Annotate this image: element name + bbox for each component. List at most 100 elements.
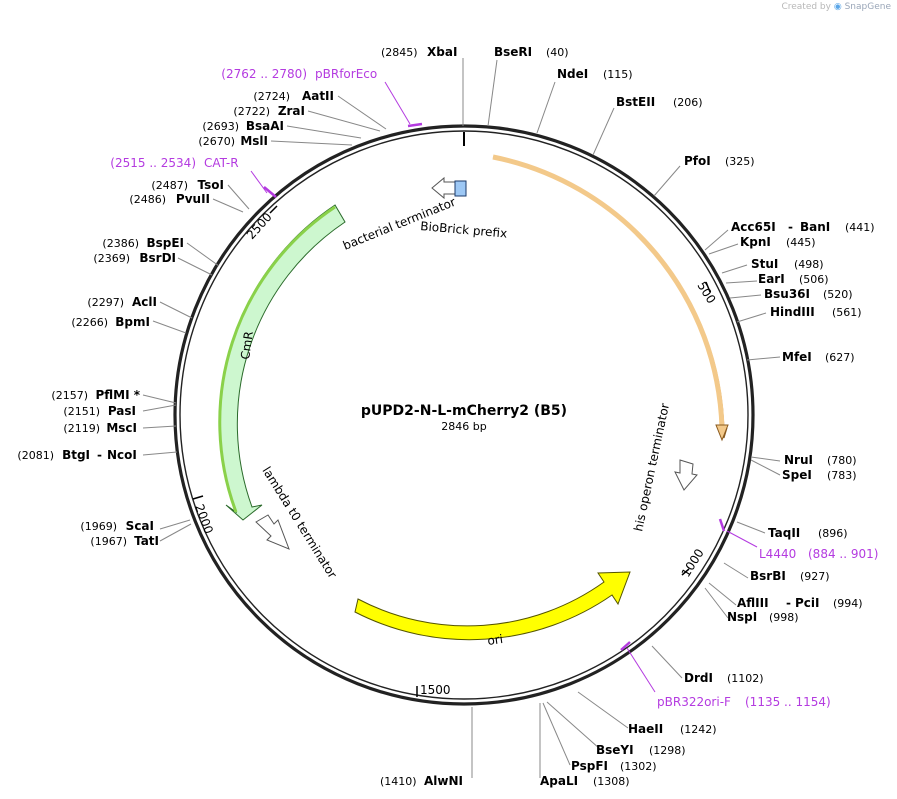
enzyme-pos-stui: (498) [794, 258, 824, 271]
snapgene-logo-icon: ◉ [833, 2, 842, 12]
enzyme-name-alwni[interactable]: AlwNI [424, 774, 463, 788]
enzyme-pos-acc65i: (441) [845, 221, 875, 234]
primer-name-pbrforeco[interactable]: pBRforEco [315, 67, 377, 81]
leader-lines [142, 58, 781, 778]
feature-label-ori: ori [486, 632, 503, 648]
plasmid-name: pUPD2-N-L-mCherry2 (B5) [361, 403, 567, 419]
enzyme-name-bseyi[interactable]: BseYI [596, 743, 634, 757]
enzyme-pos-bsaai: (2693) [202, 120, 239, 133]
enzyme-name-pfoi[interactable]: PfoI [684, 154, 711, 168]
enzyme-name-bseri[interactable]: BseRI [494, 45, 532, 59]
primer-name-l4440[interactable]: L4440 [759, 547, 796, 561]
primer-lines [250, 81, 758, 693]
primer-labels: (2762 .. 2780) pBRforEco (2515 .. 2534) … [110, 67, 878, 709]
primer-name-pbr322ori-f[interactable]: pBR322ori-F [657, 695, 731, 709]
enzyme-name-mfei[interactable]: MfeI [782, 350, 812, 364]
ori-arrow[interactable] [354, 571, 631, 641]
bacterial-terminator-arrow[interactable] [431, 176, 459, 200]
enzyme-pos-pspfi: (1302) [620, 760, 657, 773]
enzyme-name-eari[interactable]: EarI [758, 272, 785, 286]
feature-layer [218, 154, 729, 641]
biobrick-prefix-box[interactable] [454, 180, 467, 197]
enzyme-name-xbai[interactable]: XbaI [427, 45, 457, 59]
tick-label-2500: 2500 [244, 210, 275, 242]
enzyme-name-apali[interactable]: ApaLI [540, 774, 578, 788]
enzyme-name-drdi[interactable]: DrdI [684, 671, 713, 685]
enzyme-pos-pvuii: (2486) [129, 193, 166, 206]
enzyme-pos-bspei: (2386) [102, 237, 139, 250]
enzyme-name-tsoi[interactable]: TsoI [198, 178, 224, 192]
enzyme-name-nspi[interactable]: NspI [727, 610, 757, 624]
orange-feature-band [492, 154, 725, 429]
feature-label-his-terminator: his operon terminator [631, 402, 672, 533]
enzyme-name-bani[interactable]: BanI [800, 220, 830, 234]
enzyme-pos-spei: (783) [827, 469, 857, 482]
feature-label-cmr: CmR [238, 330, 256, 360]
orange-feature-head [715, 424, 729, 442]
enzyme-name-spei[interactable]: SpeI [782, 468, 812, 482]
enzyme-pos-nspi: (998) [769, 611, 799, 624]
enzyme-name-ncoi[interactable]: NcoI [107, 448, 137, 462]
enzyme-pos-msli: (2670) [198, 135, 235, 148]
enzyme-name-zrai[interactable]: ZraI [278, 104, 305, 118]
enzyme-name-scai[interactable]: ScaI [126, 519, 154, 533]
enzyme-name-bspei[interactable]: BspEI [146, 236, 184, 250]
backbone-outer [173, 124, 755, 706]
enzyme-name-msci[interactable]: MscI [106, 421, 137, 435]
enzyme-name-bsu36i[interactable]: Bsu36I [764, 287, 810, 301]
enzyme-name-haeii[interactable]: HaeII [628, 722, 663, 736]
enzyme-name-kpni[interactable]: KpnI [740, 235, 771, 249]
enzyme-name-pcii[interactable]: PciI [795, 596, 820, 610]
enzyme-name-aatii[interactable]: AatII [302, 89, 334, 103]
enzyme-pos-eari: (506) [799, 273, 829, 286]
enzyme-name-btgi[interactable]: BtgI [62, 448, 90, 462]
enzyme-name-nrui[interactable]: NruI [784, 453, 813, 467]
enzyme-pos-msci: (2119) [63, 422, 100, 435]
enzyme-pos-tati: (1967) [90, 535, 127, 548]
enzyme-name-pspfi[interactable]: PspFI [571, 759, 608, 773]
enzyme-pos-aatii: (2724) [253, 90, 290, 103]
enzyme-name-afliii[interactable]: AflIII [737, 596, 769, 610]
enzyme-sep-btgi-ncoi: - [97, 448, 102, 462]
enzyme-name-hindiii[interactable]: HindIII [770, 305, 815, 319]
enzyme-name-acli[interactable]: AclI [132, 295, 157, 309]
lambda-terminator-arrow[interactable] [255, 514, 290, 550]
enzyme-pos-scai: (1969) [80, 520, 117, 533]
cmr-highlight [218, 205, 336, 513]
enzyme-name-stui[interactable]: StuI [751, 257, 778, 271]
enzyme-pos-alwni: (1410) [380, 775, 417, 788]
enzyme-labels-right: (2845) XbaI BseRI (40) NdeI (115) BstEII… [381, 45, 875, 788]
feature-label-biobrick-prefix: BioBrick prefix [420, 219, 508, 241]
his-terminator-arrow[interactable] [674, 459, 698, 491]
enzyme-pos-acli: (2297) [87, 296, 124, 309]
enzyme-pos-zrai: (2722) [233, 105, 270, 118]
enzyme-name-bsrbi[interactable]: BsrBI [750, 569, 786, 583]
enzyme-pos-bsrdi: (2369) [93, 252, 130, 265]
enzyme-name-bsteii[interactable]: BstEII [616, 95, 655, 109]
enzyme-name-tati[interactable]: TatI [134, 534, 159, 548]
enzyme-sep-afliii-pcii: - [786, 596, 791, 610]
enzyme-name-bsrdi[interactable]: BsrDI [139, 251, 176, 265]
enzyme-name-bsaai[interactable]: BsaAI [246, 119, 284, 133]
credit-brand: SnapGene [844, 2, 891, 12]
enzyme-pos-bseri: (40) [546, 46, 569, 59]
enzyme-name-pvuii[interactable]: PvuII [176, 192, 210, 206]
enzyme-name-msli[interactable]: MslI [240, 134, 268, 148]
primer-name-cat-r[interactable]: CAT-R [204, 156, 239, 170]
enzyme-pos-taqii: (896) [818, 527, 848, 540]
enzyme-name-pasi[interactable]: PasI [108, 404, 136, 418]
primer-range-pbr322ori-f: (1135 .. 1154) [745, 695, 831, 709]
enzyme-pos-pasi: (2151) [63, 405, 100, 418]
enzyme-name-ndei[interactable]: NdeI [557, 67, 588, 81]
enzyme-name-acc65i[interactable]: Acc65I [731, 220, 776, 234]
enzyme-name-bpmi[interactable]: BpmI [115, 315, 150, 329]
enzyme-pos-bpmi: (2266) [71, 316, 108, 329]
enzyme-pos-mfei: (627) [825, 351, 855, 364]
enzyme-name-taqii[interactable]: TaqII [768, 526, 800, 540]
enzyme-pos-tsoi: (2487) [151, 179, 188, 192]
orange-feature-arrow[interactable] [492, 156, 728, 439]
enzyme-pos-bsrbi: (927) [800, 570, 830, 583]
enzyme-name-pflmi[interactable]: PflMI * [95, 388, 140, 402]
enzyme-pos-afliii: (994) [833, 597, 863, 610]
enzyme-pos-pfoi: (325) [725, 155, 755, 168]
